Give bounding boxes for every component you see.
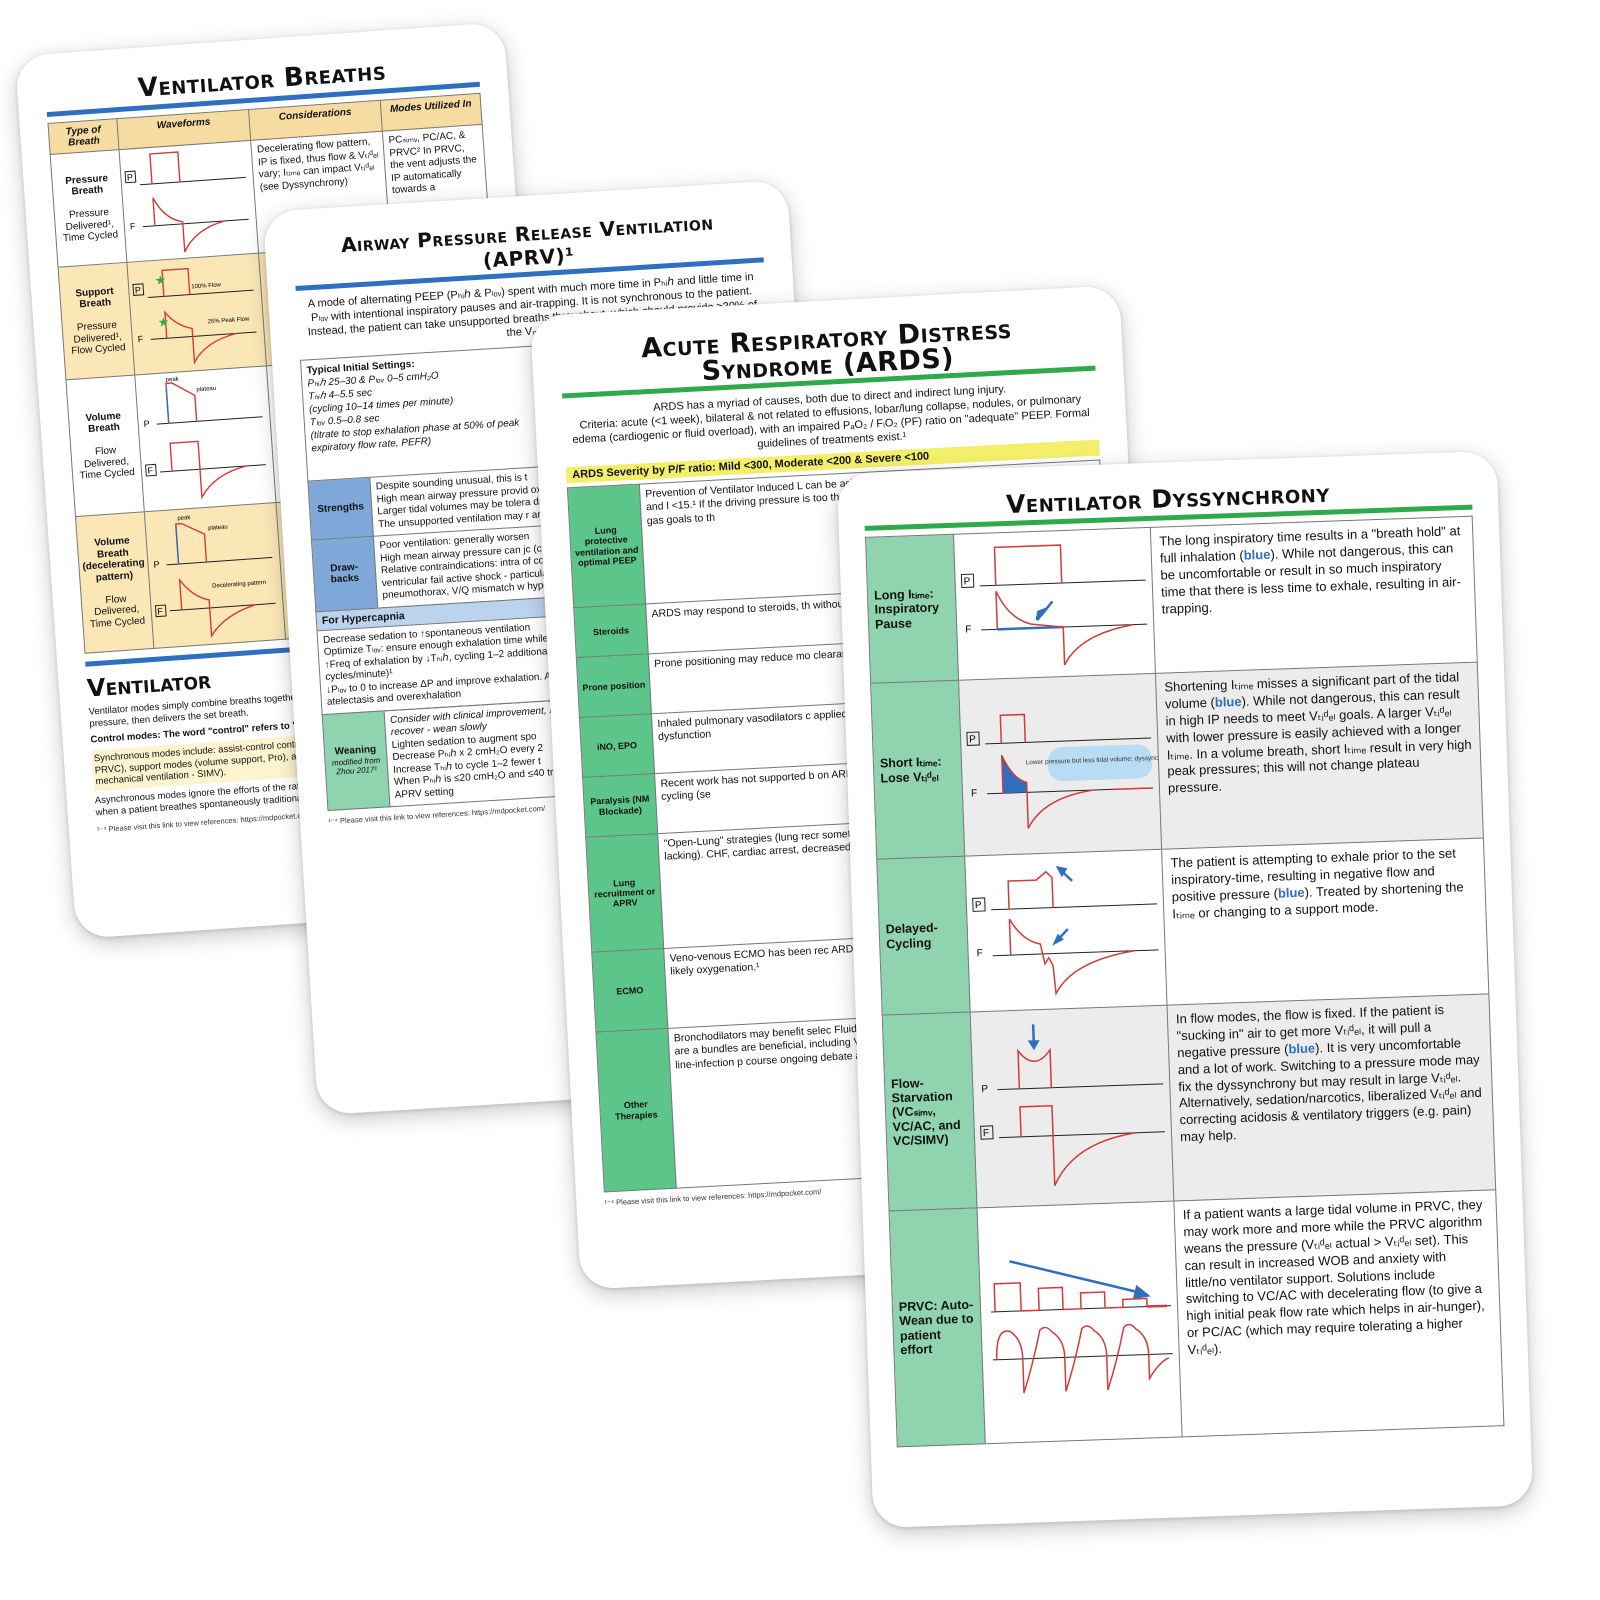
row-label: Volume Breath Flow Delivered, Time Cycle… — [65, 375, 145, 517]
card-ventilator-breaths: Ventilator Breaths Type of Breath Wavefo… — [14, 21, 566, 940]
row-explanation: Shortening Iₜᵢₘₑ misses a significant pa… — [1155, 662, 1484, 850]
table-row: Long Iₜᵢₘₑ: Inspiratory Pause P F The lo… — [865, 516, 1478, 684]
flow-starvation-waveform: P F — [970, 1005, 1174, 1208]
prvc-autowean-waveform — [976, 1201, 1183, 1444]
row-label: Short Iₜᵢₘₑ: Lose Vₜᵢᵈₑₗ — [870, 680, 965, 860]
row-label: Volume Breath (decelerating pattern) Flo… — [75, 511, 155, 654]
row-label: Support Breath Pressure Delivered¹, Flow… — [58, 262, 136, 380]
svg-text:plateau: plateau — [208, 524, 228, 531]
svg-text:F: F — [157, 606, 164, 616]
weaning-label: Weaning modified from Zhou 2017¹ — [322, 710, 390, 811]
row-explanation: If a patient wants a large tidal volume … — [1173, 1189, 1504, 1437]
svg-text:plateau: plateau — [197, 386, 217, 393]
drawbacks-label: Draw-backs — [311, 536, 378, 612]
trigger-star-icon: ★ — [154, 272, 167, 288]
row-explanation: The patient is attempting to exhale prio… — [1161, 837, 1489, 1006]
table-row: PRVC: Auto-Wean due to patient effort If… — [889, 1189, 1504, 1447]
short-itime-waveform: P F Lower pressure but less tidal volume… — [958, 673, 1175, 857]
table-row: Support Breath Pressure Delivered¹, Flow… — [58, 236, 498, 380]
table-row: Delayed-Cycling P F The patient is attem… — [876, 837, 1489, 1016]
table-row: Short Iₜᵢₘₑ: Lose Vₜᵢᵈₑₗ P F Lower press… — [870, 662, 1484, 860]
row-label: Flow-Starvation (VCₛᵢₘᵥ, VC/AC, and VC/S… — [882, 1012, 977, 1211]
col-type: Type of Breath — [48, 118, 120, 155]
svg-text:P: P — [135, 285, 142, 295]
svg-text:F: F — [976, 948, 982, 959]
svg-text:F: F — [138, 334, 145, 344]
row-label: Pressure Breath Pressure Delivered¹, Tim… — [50, 149, 128, 268]
trigger-star-icon: ★ — [157, 314, 170, 330]
breaths-table: Type of Breath Waveforms Considerations … — [47, 93, 517, 654]
table-row: Flow-Starvation (VCₛᵢₘᵥ, VC/AC, and VC/S… — [882, 993, 1496, 1211]
delayed-cycling-waveform: P F — [964, 849, 1168, 1013]
svg-text:P: P — [153, 559, 160, 569]
row-explanation: The long inspiratory time results in a "… — [1150, 516, 1478, 674]
support-breath-waveform: P F ★ 100% Flow ★ 25% Peak Flow — [127, 253, 267, 376]
svg-text:Decelerating pattern: Decelerating pattern — [212, 580, 266, 590]
decelerating-volume-waveform: P peak plateau F Decelerating pattern — [144, 502, 286, 649]
table-row: Volume Breath Flow Delivered, Time Cycle… — [65, 349, 508, 517]
table-row: Pressure Breath Pressure Delivered¹, Tim… — [50, 124, 490, 268]
volume-breath-waveform: P peak plateau F — [135, 365, 277, 512]
svg-text:P: P — [963, 576, 970, 587]
long-itime-waveform: P F — [953, 527, 1156, 681]
row-label: PRVC: Auto-Wean due to patient effort — [889, 1207, 986, 1447]
svg-text:P: P — [981, 1084, 988, 1095]
svg-text:peak: peak — [166, 376, 180, 383]
card-ventilator-dyssynchrony: Ventilator Dyssynchrony Long Iₜᵢₘₑ: Insp… — [836, 450, 1534, 1529]
row-label: Long Iₜᵢₘₑ: Inspiratory Pause — [865, 534, 959, 684]
svg-text:P: P — [144, 419, 151, 429]
initial-settings: Typical Initial Settings: Pₕᵢℎ 25–30 & P… — [306, 358, 520, 455]
svg-text:F: F — [971, 788, 977, 799]
row-explanation: In flow modes, the flow is fixed. If the… — [1167, 993, 1496, 1202]
svg-text:F: F — [983, 1128, 989, 1139]
svg-text:25% Peak Flow: 25% Peak Flow — [208, 316, 251, 325]
svg-text:100% Flow: 100% Flow — [191, 282, 222, 290]
svg-text:peak: peak — [177, 515, 191, 522]
table-row: Volume Breath (decelerating pattern) Flo… — [75, 486, 517, 654]
svg-text:F: F — [147, 465, 154, 475]
row-label: Delayed-Cycling — [876, 856, 971, 1016]
svg-text:P: P — [127, 172, 134, 182]
svg-text:F: F — [965, 624, 971, 635]
pressure-breath-waveform: P F — [119, 140, 259, 263]
svg-text:P: P — [969, 734, 976, 745]
svg-text:P: P — [975, 900, 982, 911]
strengths-label: Strengths — [307, 477, 374, 541]
dyssynchrony-table: Long Iₜᵢₘₑ: Inspiratory Pause P F The lo… — [865, 516, 1504, 1448]
svg-text:F: F — [130, 221, 137, 231]
